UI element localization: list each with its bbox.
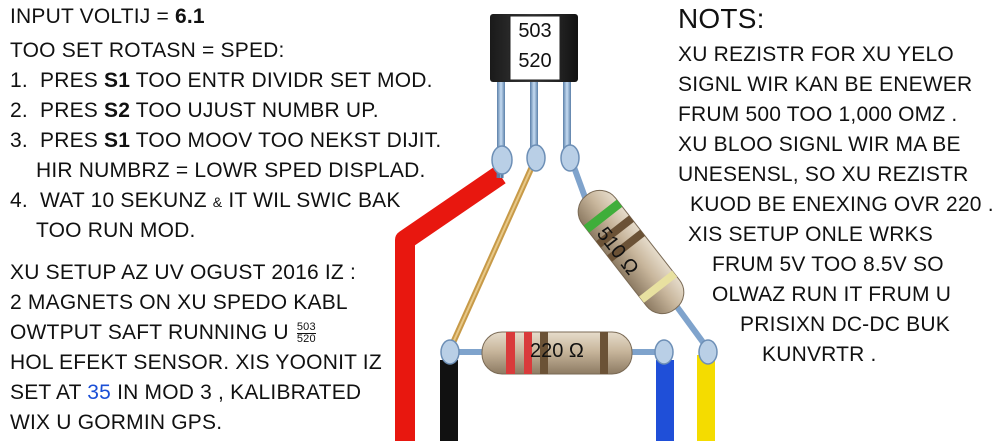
step-2: 2. PRES S2 TOO UJUST NUMBR UP. <box>10 99 379 122</box>
step-3: 3. PRES S1 TOO MOOV TOO NEKST DIJIT. <box>10 129 442 152</box>
step-4: 4. WAT 10 SEKUNZ & IT WIL SWIC BAK <box>10 189 401 212</box>
wire-joints <box>440 144 718 365</box>
note-line-7: XIS SETUP ONLE WRKS <box>688 223 933 246</box>
resistor-220-label: 220 Ω <box>530 340 584 362</box>
note-line-11: KUNVRTR . <box>762 343 877 366</box>
note-line-1: XU REZISTR FOR XU YELO <box>678 43 954 66</box>
note-line-6: KUOD BE ENEXING OVR 220 . <box>690 193 994 216</box>
set-value: 35 <box>87 381 112 404</box>
sensor-leads <box>497 80 571 150</box>
step-1: 1. PRES S1 TOO ENTR DIVIDR SET MOD. <box>10 69 433 92</box>
input-voltage-line: INPUT VOLTIJ = 6.1 <box>10 2 205 32</box>
input-voltage-value: 6.1 <box>175 5 205 28</box>
note-line-4: XU BLOO SIGNL WIR MA BE <box>678 133 961 156</box>
input-voltage-label: INPUT VOLTIJ = <box>10 5 176 28</box>
ampersand-glyph: & <box>212 194 223 210</box>
setup-line-2: 2 MAGNETS ON XU SPEDO KABL <box>10 291 348 314</box>
note-line-10: PRISIXN DC-DC BUK <box>740 313 950 336</box>
black-wire <box>440 360 458 441</box>
sensor-label-bottom: 520 <box>518 50 552 72</box>
yellow-wire <box>697 355 715 441</box>
blue-wire <box>656 360 674 441</box>
step-3-continued: HIR NUMBRZ = LOWR SPED DISPLAD. <box>36 159 426 182</box>
resistor-510-label: 510 Ω <box>592 223 643 280</box>
setup-line-4: HOL EFEKT SENSOR. XIS YOONIT IZ <box>10 351 382 374</box>
note-line-9: OLWAZ RUN IT FRUM U <box>712 283 952 306</box>
setup-line-5: SET AT 35 IN MOD 3 , KALIBRATED <box>10 381 362 404</box>
rotation-line: TOO SET ROTASN = SPED: <box>10 39 285 62</box>
sensor-label: 503 520 <box>510 16 560 80</box>
setup-line-1: XU SETUP AZ UV OGUST 2016 IZ : <box>10 261 356 284</box>
sensor-label-top: 503 <box>518 20 552 42</box>
setup-line-6: WIX U GORMIN GPS. <box>10 411 223 434</box>
note-line-5: UNESENSL, SO XU REZISTR <box>678 163 969 186</box>
step-4-continued: TOO RUN MOD. <box>36 219 196 242</box>
tan-wire <box>449 158 538 347</box>
note-line-3: FRUM 500 TOO 1,000 OMZ . <box>678 103 958 126</box>
note-line-2: SIGNL WIR KAN BE ENEWER <box>678 73 973 96</box>
note-line-8: FRUM 5V TOO 8.5V SO <box>712 253 944 276</box>
red-wire <box>395 166 506 441</box>
notes-title: NOTS: <box>678 3 765 34</box>
